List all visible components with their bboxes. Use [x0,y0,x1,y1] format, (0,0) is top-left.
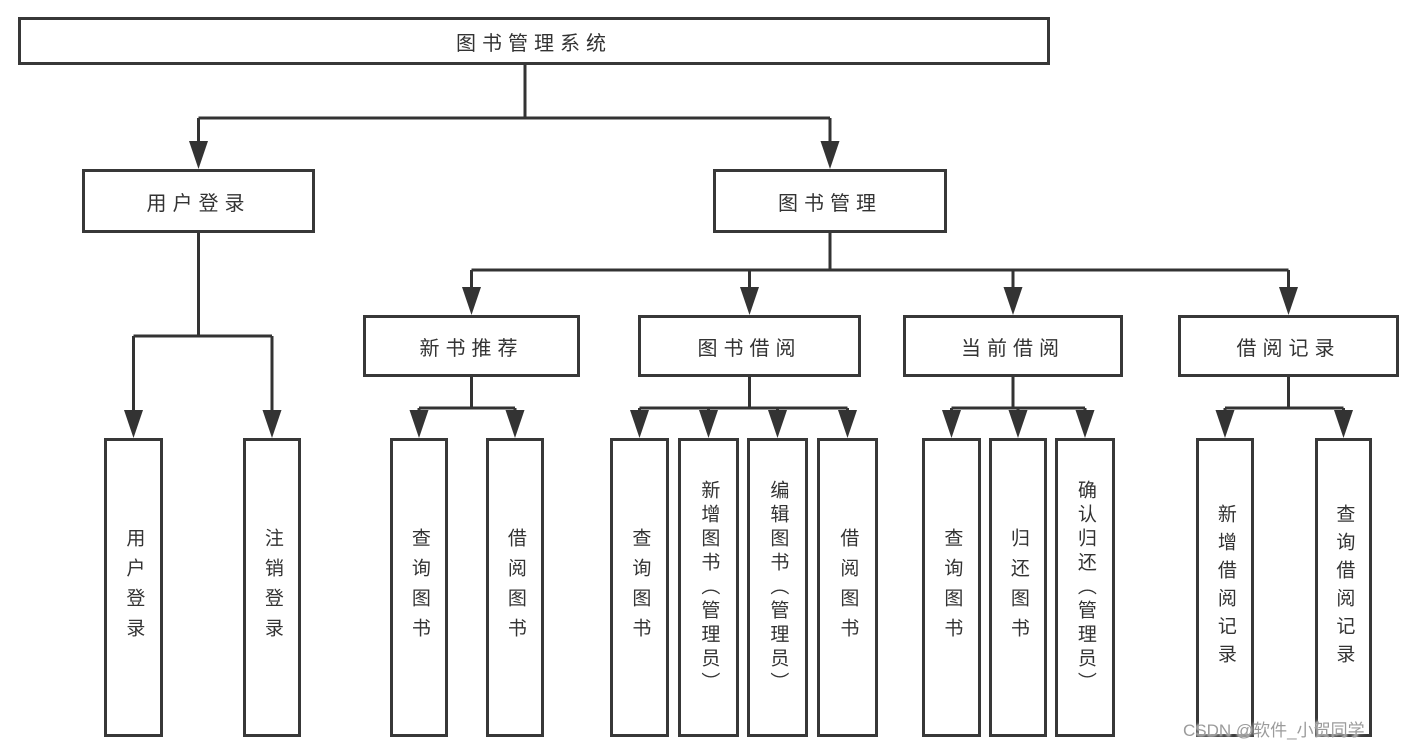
leaf-label: 借阅图书 [504,527,526,648]
leaf-current-confirm-return-admin: 确认归还（管理员） [1055,438,1115,737]
arrowhead [462,287,481,315]
arrowhead [1215,410,1235,438]
leaf-borrow-add-book-admin: 新增图书（管理员） [678,438,739,737]
leaf-borrow-query-books: 查询图书 [610,438,669,737]
csdn-watermark: CSDN @软件_小贺同学 [1183,721,1365,740]
arrowhead [699,410,718,438]
connector-current-borrow-children [942,375,1095,438]
arrowhead [740,287,759,315]
arrowhead [820,141,840,169]
arrowhead [1003,287,1023,315]
node-current-borrow: 当前借阅 [903,315,1123,377]
leaf-label: 借阅图书 [837,527,859,648]
leaf-user-login: 用户登录 [104,438,163,737]
leaf-newrec-query-books: 查询图书 [390,438,448,737]
leaf-borrow-edit-book-admin: 编辑图书（管理员） [747,438,808,737]
connector-root-to-level2 [189,62,840,169]
leaf-label: 注销登录 [261,527,283,648]
leaf-borrow-borrow-books: 借阅图书 [817,438,878,737]
arrowhead [768,410,787,438]
node-borrow-records: 借阅记录 [1178,315,1399,377]
connector-book-borrow-children [630,375,857,438]
arrowhead [1279,287,1298,315]
leaf-label: 用户登录 [123,527,145,648]
leaf-label: 查询图书 [629,527,651,648]
arrowhead [409,410,429,438]
leaf-records-query-borrow-record: 查询借阅记录 [1315,438,1372,737]
node-user-login: 用户登录 [82,169,315,233]
leaf-current-return-books: 归还图书 [989,438,1047,737]
leaf-label: 查询图书 [941,527,963,648]
arrowhead [942,410,961,438]
connector-new-book-recommend-children [409,375,525,438]
node-new-book-recommend: 新书推荐 [363,315,580,377]
arrowhead [630,410,649,438]
node-book-management: 图书管理 [713,169,947,233]
connector-book-management-to-groups [462,231,1298,315]
arrowhead [189,141,208,169]
arrowhead [262,410,282,438]
node-library-system: 图书管理系统 [18,17,1050,65]
leaf-label: 查询图书 [408,527,430,648]
leaf-label: 新增借阅记录 [1214,503,1236,672]
leaf-label: 归还图书 [1007,527,1029,648]
arrowhead [505,410,525,438]
arrowhead [1334,410,1353,438]
leaf-logout-login: 注销登录 [243,438,301,737]
arrowhead [838,410,857,438]
leaf-current-query-books: 查询图书 [922,438,981,737]
leaf-records-add-borrow-record: 新增借阅记录 [1196,438,1254,737]
leaf-label: 查询借阅记录 [1333,503,1355,672]
leaf-newrec-borrow-books: 借阅图书 [486,438,544,737]
arrowhead [1075,410,1095,438]
connector-borrow-records-children [1215,375,1353,438]
leaf-label: 编辑图书（管理员） [767,479,789,696]
arrowhead [1008,410,1028,438]
leaf-label: 新增图书（管理员） [698,479,720,696]
leaf-label: 确认归还（管理员） [1074,479,1096,696]
connector-user-login-children [124,231,282,438]
arrowhead [124,410,143,438]
node-book-borrow: 图书借阅 [638,315,861,377]
